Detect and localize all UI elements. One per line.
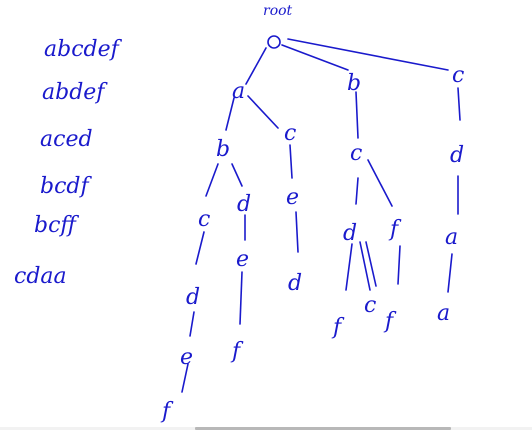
trie-node-abc: c — [198, 207, 210, 232]
trie-node-b: b — [347, 71, 361, 96]
root-node — [267, 35, 281, 49]
trie-edge — [205, 163, 219, 197]
trie-node-abcd: d — [186, 285, 200, 310]
scrollbar-thumb[interactable] — [195, 427, 451, 430]
trie-edge — [245, 47, 267, 85]
trie-node-bcff: f — [383, 309, 397, 334]
trie-node-abcdef: f — [160, 399, 174, 424]
trie-node-ace: e — [286, 185, 299, 210]
trie-edge — [359, 241, 371, 291]
trie-node-cda: a — [445, 225, 458, 250]
trie-node-c: c — [452, 63, 464, 88]
trie-edge — [397, 245, 401, 285]
trie-edge — [239, 271, 243, 325]
trie-node-ac: c — [284, 121, 296, 146]
trie-node-bc: c — [350, 141, 362, 166]
trie-nodes: a b c b c c d d e f e f e d c d f f c f … — [160, 63, 464, 424]
trie-node-ab: b — [216, 137, 230, 162]
root-label: root — [263, 3, 293, 19]
trie-root: root — [263, 3, 293, 49]
trie-node-bcd: d — [343, 221, 357, 246]
trie-node-abcde: e — [180, 345, 193, 370]
trie-edge — [295, 211, 299, 253]
trie-edge — [287, 38, 449, 71]
trie-node-abde: e — [236, 247, 249, 272]
word-item: aced — [40, 127, 93, 152]
trie-node-aced: d — [288, 271, 302, 296]
trie-edge — [281, 44, 349, 71]
trie-node-cdaa: a — [437, 301, 450, 326]
trie-edge — [355, 177, 359, 205]
trie-edge — [367, 159, 393, 207]
trie-edge — [247, 95, 279, 129]
trie-node-bcf: f — [388, 217, 402, 242]
trie-edge — [231, 163, 243, 187]
trie-node-bcdc: c — [364, 293, 376, 318]
trie-node-abdef: f — [230, 339, 244, 364]
trie-edge — [355, 91, 359, 139]
word-item: abdef — [42, 80, 108, 105]
trie-edge — [225, 97, 235, 131]
trie-node-cd: d — [450, 143, 464, 168]
trie-edge — [289, 144, 293, 179]
word-item: bcff — [34, 213, 79, 238]
trie-node-a: a — [232, 79, 245, 104]
trie-edge — [181, 363, 189, 393]
trie-edge — [345, 243, 353, 291]
word-item: cdaa — [14, 264, 67, 289]
trie-node-abd: d — [237, 192, 251, 217]
trie-node-bcdf: f — [331, 315, 345, 340]
horizontal-scrollbar[interactable] — [0, 427, 532, 430]
trie-edge — [189, 311, 195, 337]
word-item: bcdf — [40, 174, 92, 199]
word-item: abcdef — [44, 37, 123, 62]
trie-edge — [457, 87, 461, 121]
trie-edges — [181, 38, 461, 393]
trie-edge — [365, 241, 377, 287]
trie-edge — [195, 231, 205, 265]
trie-edge — [447, 253, 453, 293]
word-list: abcdef abdef aced bcdf bcff cdaa — [14, 37, 123, 289]
